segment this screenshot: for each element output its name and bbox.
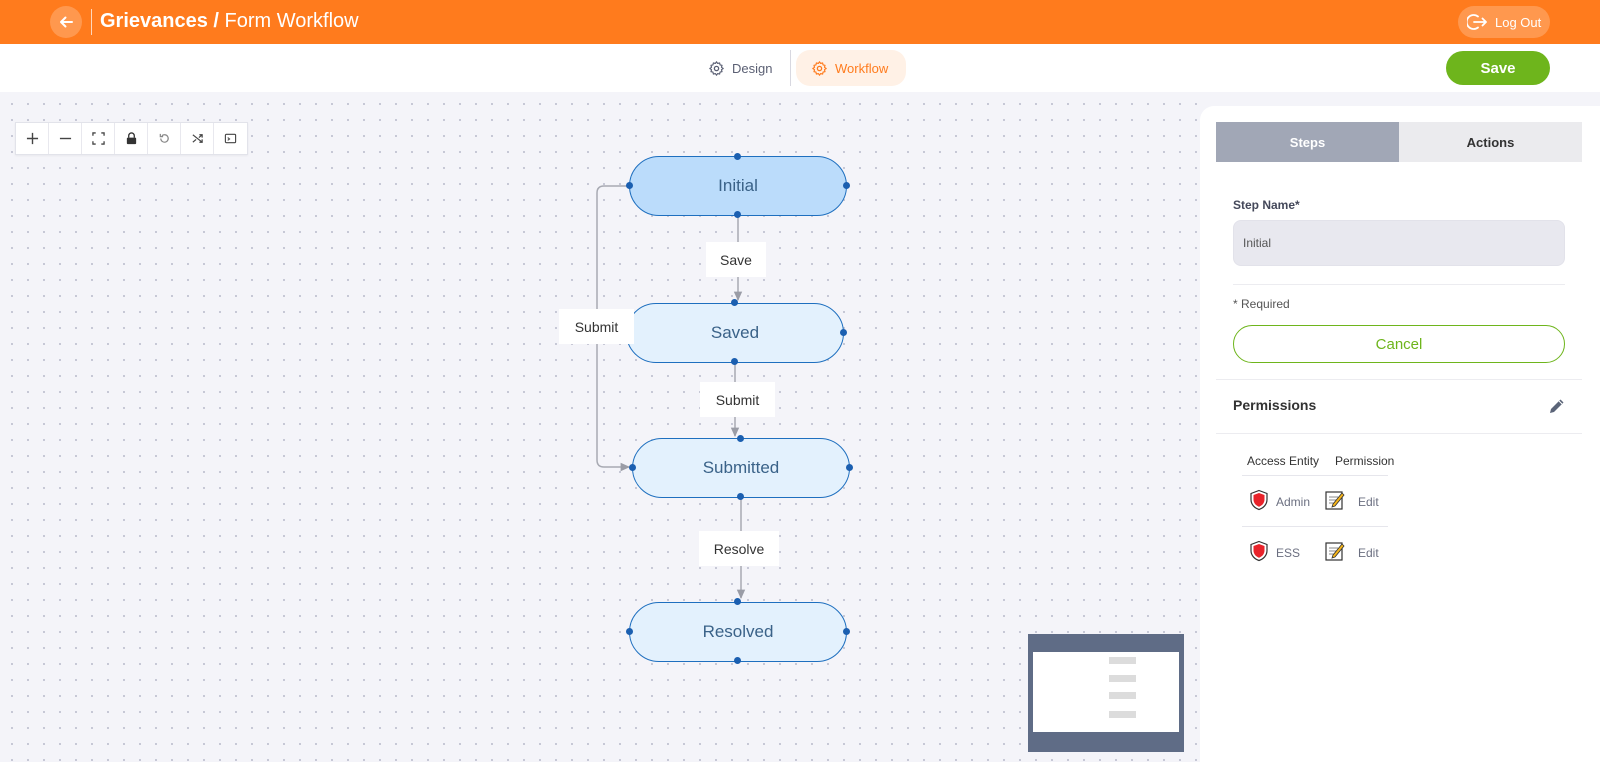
page-title: Grievances / Form Workflow bbox=[100, 10, 359, 33]
zoom-in-button[interactable] bbox=[16, 123, 49, 154]
zoom-out-button[interactable] bbox=[49, 123, 82, 154]
top-bar: Grievances / Form Workflow Log Out bbox=[0, 0, 1600, 44]
workflow-node-submitted[interactable]: Submitted bbox=[632, 438, 850, 498]
node-handle[interactable] bbox=[626, 182, 633, 189]
tab-workflow[interactable]: Workflow bbox=[796, 50, 906, 86]
shield-icon bbox=[1250, 540, 1268, 562]
column-header-entity: Access Entity bbox=[1247, 454, 1320, 468]
node-handle[interactable] bbox=[731, 358, 738, 365]
gear-icon bbox=[709, 60, 724, 76]
panel-tabs: Steps Actions bbox=[1216, 122, 1582, 162]
divider bbox=[1216, 379, 1582, 380]
node-handle[interactable] bbox=[731, 299, 738, 306]
arrow-left-icon bbox=[60, 16, 73, 28]
terminal-button[interactable] bbox=[214, 123, 247, 154]
access-entity-name: ESS bbox=[1276, 546, 1301, 560]
edge-label-submit[interactable]: Submit bbox=[559, 309, 634, 344]
tab-design[interactable]: Design bbox=[694, 50, 787, 86]
permission-row: Admin Edit bbox=[1242, 475, 1388, 526]
permission-level: Edit bbox=[1358, 546, 1379, 560]
workflow-node-initial[interactable]: Initial bbox=[629, 156, 847, 216]
gear-icon bbox=[812, 60, 827, 76]
logout-icon bbox=[1467, 14, 1487, 30]
lock-icon bbox=[126, 132, 136, 145]
tab-design-label: Design bbox=[732, 60, 773, 76]
lock-button[interactable] bbox=[115, 123, 148, 154]
minimap-node bbox=[1109, 692, 1136, 699]
node-handle[interactable] bbox=[737, 493, 744, 500]
column-header-permission: Permission bbox=[1335, 454, 1395, 468]
permissions-title: Permissions bbox=[1233, 397, 1317, 413]
minimap-viewport bbox=[1033, 652, 1179, 732]
properties-panel: Steps Actions Step Name* * Required Canc… bbox=[1200, 106, 1600, 762]
node-handle[interactable] bbox=[846, 464, 853, 471]
node-handle[interactable] bbox=[843, 182, 850, 189]
required-note: * Required bbox=[1233, 297, 1290, 311]
logout-label: Log Out bbox=[1495, 14, 1542, 30]
edge-label-save[interactable]: Save bbox=[706, 242, 766, 277]
minimap-node bbox=[1109, 711, 1136, 718]
tab-actions[interactable]: Actions bbox=[1399, 122, 1582, 162]
node-handle[interactable] bbox=[734, 153, 741, 160]
minimap[interactable] bbox=[1028, 634, 1184, 752]
divider bbox=[1233, 284, 1565, 285]
canvas-toolbar bbox=[15, 122, 248, 155]
node-handle[interactable] bbox=[734, 598, 741, 605]
notepad-icon bbox=[1325, 542, 1345, 561]
workflow-canvas[interactable] bbox=[0, 92, 1200, 762]
save-button[interactable]: Save bbox=[1446, 51, 1550, 85]
module-name: Grievances bbox=[100, 10, 208, 32]
step-name-label: Step Name* bbox=[1233, 198, 1300, 212]
node-handle[interactable] bbox=[737, 435, 744, 442]
edge-label-resolve[interactable]: Resolve bbox=[699, 531, 779, 566]
shuffle-icon bbox=[191, 134, 203, 143]
shield-icon bbox=[1250, 489, 1268, 511]
undo-button[interactable] bbox=[148, 123, 181, 154]
minimap-node bbox=[1109, 657, 1136, 664]
node-handle[interactable] bbox=[629, 464, 636, 471]
fit-view-button[interactable] bbox=[82, 123, 115, 154]
permission-row: ESS Edit bbox=[1242, 526, 1388, 577]
logout-button[interactable]: Log Out bbox=[1458, 6, 1550, 38]
access-entity-name: Admin bbox=[1276, 495, 1311, 509]
workflow-node-saved[interactable]: Saved bbox=[626, 303, 844, 363]
permission-level: Edit bbox=[1358, 495, 1379, 509]
tab-workflow-label: Workflow bbox=[835, 60, 889, 76]
workflow-node-resolved[interactable]: Resolved bbox=[629, 602, 847, 662]
undo-icon bbox=[159, 133, 169, 143]
page-name: Form Workflow bbox=[224, 10, 359, 32]
node-handle[interactable] bbox=[843, 628, 850, 635]
node-handle[interactable] bbox=[734, 211, 741, 218]
zoom-in-icon bbox=[26, 132, 38, 145]
step-name-input[interactable] bbox=[1233, 220, 1565, 266]
zoom-out-icon bbox=[59, 137, 71, 140]
divider bbox=[1216, 433, 1582, 434]
tab-steps[interactable]: Steps bbox=[1216, 122, 1399, 162]
pencil-icon[interactable] bbox=[1548, 397, 1566, 415]
node-handle[interactable] bbox=[626, 628, 633, 635]
minimap-node bbox=[1109, 675, 1136, 682]
title-separator: / bbox=[207, 10, 225, 32]
notepad-icon bbox=[1325, 491, 1345, 510]
tab-divider bbox=[790, 50, 791, 86]
edge-label-submit[interactable]: Submit bbox=[700, 382, 775, 417]
shuffle-button[interactable] bbox=[181, 123, 214, 154]
tab-bar: Design Workflow Save bbox=[0, 44, 1600, 92]
back-button[interactable] bbox=[50, 6, 82, 38]
cancel-button[interactable]: Cancel bbox=[1233, 325, 1565, 363]
node-handle[interactable] bbox=[840, 329, 847, 336]
fit-view-icon bbox=[91, 132, 105, 145]
terminal-icon bbox=[224, 133, 237, 144]
node-handle[interactable] bbox=[734, 657, 741, 664]
title-divider bbox=[91, 9, 92, 35]
